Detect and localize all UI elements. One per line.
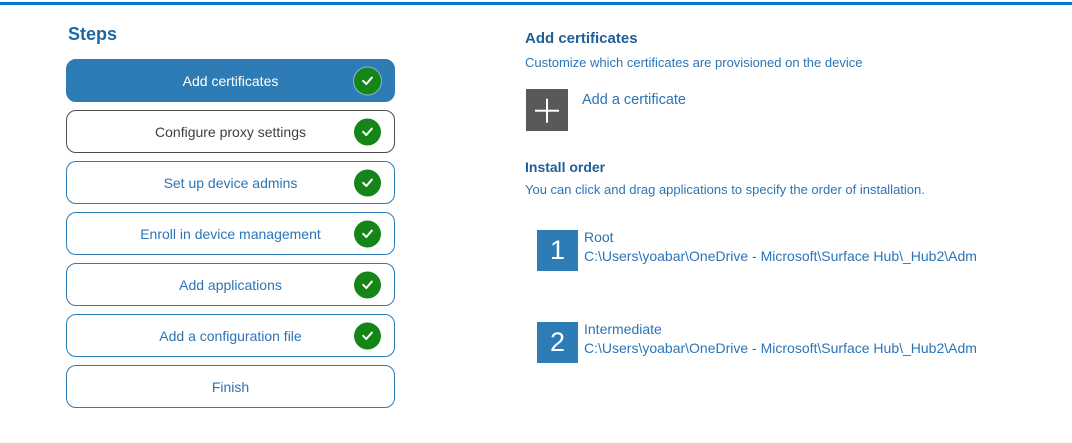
step-label: Finish xyxy=(211,378,250,395)
certificate-path: C:\Users\yoabar\OneDrive - Microsoft\Sur… xyxy=(584,248,977,264)
step-button-add-applications[interactable]: Add applications xyxy=(66,263,395,306)
install-order-item-intermediate[interactable]: 2 Intermediate C:\Users\yoabar\OneDrive … xyxy=(537,320,977,363)
certificate-path: C:\Users\yoabar\OneDrive - Microsoft\Sur… xyxy=(584,340,977,356)
order-item-text: Root C:\Users\yoabar\OneDrive - Microsof… xyxy=(584,228,977,266)
step-label: Set up device admins xyxy=(163,174,298,191)
step-button-enroll-in-device-management[interactable]: Enroll in device management xyxy=(66,212,395,255)
check-icon xyxy=(354,271,381,298)
step-button-set-up-device-admins[interactable]: Set up device admins xyxy=(66,161,395,204)
check-icon xyxy=(354,322,381,349)
order-number-badge: 2 xyxy=(537,322,578,363)
step-label: Add applications xyxy=(179,276,282,293)
page-title: Add certificates xyxy=(525,30,638,47)
install-order-subtitle: You can click and drag applications to s… xyxy=(525,182,925,197)
order-item-text: Intermediate C:\Users\yoabar\OneDrive - … xyxy=(584,320,977,358)
add-certificate-button[interactable]: Add a certificate xyxy=(526,89,686,131)
order-number: 1 xyxy=(549,235,566,265)
order-number-badge: 1 xyxy=(537,230,578,271)
steps-list: Add certificates Configure proxy setting… xyxy=(66,59,395,416)
install-order-item-root[interactable]: 1 Root C:\Users\yoabar\OneDrive - Micros… xyxy=(537,228,977,271)
check-icon xyxy=(354,118,381,145)
order-number: 2 xyxy=(549,327,566,357)
check-icon xyxy=(354,220,381,247)
step-label: Configure proxy settings xyxy=(155,123,306,140)
step-label: Add a configuration file xyxy=(159,327,302,344)
add-certificate-label: Add a certificate xyxy=(582,92,686,108)
step-button-add-certificates[interactable]: Add certificates xyxy=(66,59,395,102)
step-label: Enroll in device management xyxy=(140,225,321,242)
add-certificate-tile[interactable] xyxy=(526,89,568,131)
accent-top-border xyxy=(0,2,1072,5)
page-subtitle: Customize which certificates are provisi… xyxy=(525,55,863,70)
certificate-name: Root xyxy=(584,229,614,245)
plus-icon xyxy=(535,98,559,123)
steps-heading: Steps xyxy=(68,24,118,44)
step-label: Add certificates xyxy=(182,72,279,89)
step-button-configure-proxy-settings[interactable]: Configure proxy settings xyxy=(66,110,395,153)
install-order-heading: Install order xyxy=(525,159,606,175)
certificate-name: Intermediate xyxy=(584,321,662,337)
step-button-finish[interactable]: Finish xyxy=(66,365,395,408)
check-icon xyxy=(354,67,381,94)
step-button-add-a-configuration-file[interactable]: Add a configuration file xyxy=(66,314,395,357)
check-icon xyxy=(354,169,381,196)
